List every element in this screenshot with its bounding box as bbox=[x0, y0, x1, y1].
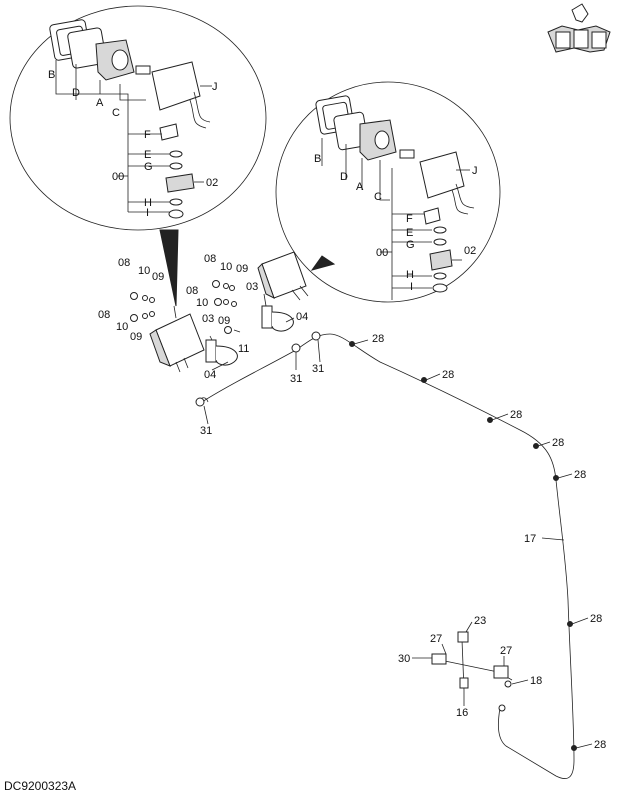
label-31-c: 31 bbox=[200, 425, 212, 437]
label-28-g: 28 bbox=[594, 739, 606, 751]
label-left-bracket: 02 bbox=[206, 177, 218, 189]
label-17: 17 bbox=[524, 533, 536, 545]
drawing-code: DC9200323A bbox=[4, 779, 76, 793]
label-right-bracket: 02 bbox=[464, 245, 476, 257]
label-28-e: 28 bbox=[574, 469, 586, 481]
label-right-I: I bbox=[410, 281, 413, 293]
label-right-H: H bbox=[406, 269, 414, 281]
relay-switch-cluster bbox=[431, 631, 513, 691]
label-04-a: 04 bbox=[204, 369, 216, 381]
label-right-D: D bbox=[340, 171, 348, 183]
label-03-b: 03 bbox=[246, 281, 258, 293]
label-left-B: B bbox=[48, 69, 55, 81]
label-30: 30 bbox=[398, 653, 410, 665]
label-left-J: J bbox=[212, 81, 218, 93]
label-right-assy: 00 bbox=[376, 247, 388, 259]
label-23: 23 bbox=[474, 615, 486, 627]
label-09-a: 09 bbox=[152, 271, 164, 283]
label-left-D: D bbox=[72, 87, 80, 99]
label-28-f: 28 bbox=[590, 613, 602, 625]
label-left-H: H bbox=[144, 197, 152, 209]
label-right-J: J bbox=[472, 165, 478, 177]
label-10-c: 10 bbox=[220, 261, 232, 273]
mount-bracket-left bbox=[205, 339, 238, 366]
label-09-d: 09 bbox=[218, 315, 230, 327]
label-08-b: 08 bbox=[98, 309, 110, 321]
work-lamp-left bbox=[149, 313, 205, 373]
label-18: 18 bbox=[530, 675, 542, 687]
label-28-d: 28 bbox=[552, 437, 564, 449]
callout-pointer-left bbox=[159, 229, 179, 307]
label-10-b: 10 bbox=[116, 321, 128, 333]
label-right-G: G bbox=[406, 239, 415, 251]
hardware-fasteners bbox=[130, 280, 237, 334]
label-27-a: 27 bbox=[430, 633, 442, 645]
label-09-b: 09 bbox=[130, 331, 142, 343]
label-31-b: 31 bbox=[312, 363, 324, 375]
callout-pointer-right bbox=[310, 255, 336, 271]
lamp-assembly-right-exploded bbox=[315, 95, 475, 293]
label-left-C: C bbox=[112, 107, 120, 119]
label-left-A: A bbox=[96, 97, 104, 109]
label-right-F: F bbox=[406, 213, 413, 225]
label-right-E: E bbox=[406, 227, 413, 239]
detail-callout-left bbox=[9, 5, 267, 231]
label-08-a: 08 bbox=[118, 257, 130, 269]
label-10-d: 10 bbox=[196, 297, 208, 309]
wiring-harness bbox=[195, 331, 577, 779]
label-08-c: 08 bbox=[204, 253, 216, 265]
label-left-assy: 00 bbox=[112, 171, 124, 183]
label-03-a: 03 bbox=[202, 313, 214, 325]
label-04-b: 04 bbox=[296, 311, 308, 323]
label-left-F: F bbox=[144, 129, 151, 141]
label-right-B: B bbox=[314, 153, 321, 165]
main-leaders bbox=[173, 293, 593, 749]
detail-callout-right bbox=[275, 81, 501, 303]
label-28-a: 28 bbox=[372, 333, 384, 345]
label-left-G: G bbox=[144, 161, 153, 173]
label-10-a: 10 bbox=[138, 265, 150, 277]
label-08-d: 08 bbox=[186, 285, 198, 297]
label-right-A: A bbox=[356, 181, 364, 193]
label-11: 11 bbox=[238, 343, 249, 355]
label-16: 16 bbox=[456, 707, 468, 719]
label-28-c: 28 bbox=[510, 409, 522, 421]
label-left-I: I bbox=[146, 207, 149, 219]
mount-bracket-right bbox=[261, 305, 294, 332]
label-right-C: C bbox=[374, 191, 382, 203]
lamp-assembly-left-exploded bbox=[49, 19, 211, 219]
label-09-c: 09 bbox=[236, 263, 248, 275]
label-left-E: E bbox=[144, 149, 151, 161]
work-lamp-right bbox=[257, 251, 309, 301]
label-31-a: 31 bbox=[290, 373, 302, 385]
label-28-b: 28 bbox=[442, 369, 454, 381]
publisher-logo-icon bbox=[547, 3, 611, 53]
label-27-b: 27 bbox=[500, 645, 512, 657]
